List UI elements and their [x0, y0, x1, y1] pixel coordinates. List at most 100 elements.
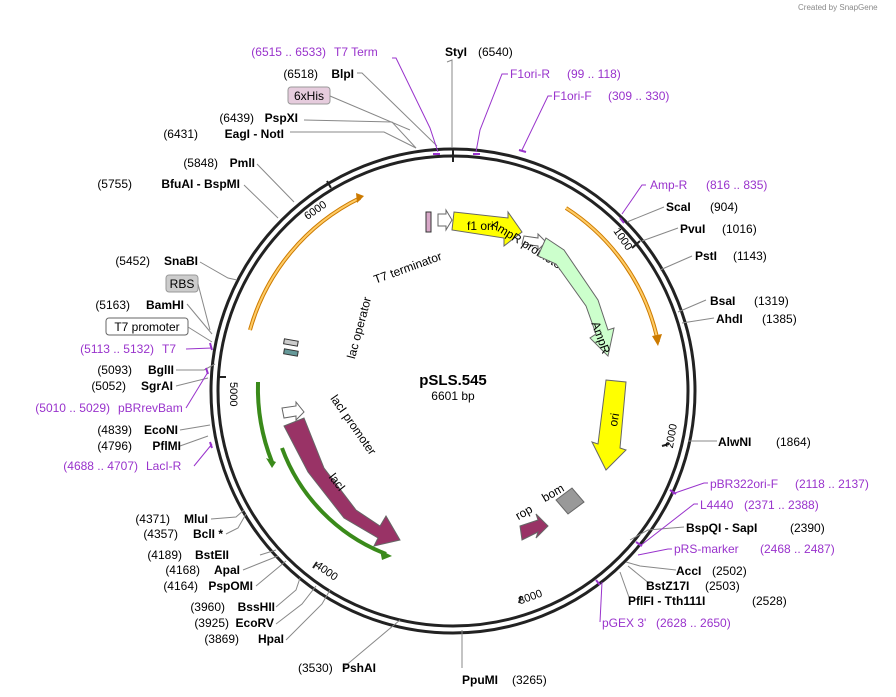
- site-name-pshai: PshAI: [342, 661, 376, 675]
- primer-name-l4440: L4440: [700, 498, 734, 512]
- site-name-ecorv: EcoRV: [236, 616, 274, 630]
- site-pos-eagi: (6431): [163, 127, 198, 141]
- rbs-text: RBS: [170, 277, 195, 291]
- site-pos-alwni: (1864): [776, 435, 811, 449]
- primer-name-amp-r: Amp-R: [650, 178, 688, 192]
- laci-promoter-label: lacI promoter: [328, 392, 380, 457]
- site-name-snabi: SnaBI: [164, 254, 198, 268]
- left-arc-arrowhead: [356, 193, 364, 203]
- site-name-pvui: PvuI: [680, 222, 705, 236]
- site-name-bstz17i: BstZ17I: [646, 579, 689, 593]
- site-name-bfuai: BfuAI - BspMI: [161, 177, 240, 191]
- site-name-acci: AccI: [676, 564, 701, 578]
- plasmid-name: pSLS.545: [419, 372, 487, 389]
- lacI-green-arc-2: [280, 447, 387, 556]
- site-name-econi: EcoNI: [144, 423, 178, 437]
- site-pos-bsshii: (3960): [190, 600, 225, 614]
- site-pos-styi: (6540): [478, 45, 513, 59]
- plasmid-length: 6601 bp: [431, 389, 475, 403]
- rbs-label: RBS: [165, 274, 199, 293]
- primer-name-pbrrevbam: pBRrevBam: [118, 401, 183, 415]
- ori-label: ori: [606, 412, 622, 428]
- t7-terminator-label: T7 terminator: [372, 249, 444, 287]
- site-pos-sgrai: (5052): [91, 379, 126, 393]
- site-name-mlui: MluI: [184, 512, 208, 526]
- primer-range-l4440: (2371 .. 2388): [744, 498, 819, 512]
- site-pos-pmli: (5848): [183, 156, 218, 170]
- f1-ori-label: f1 ori: [467, 219, 494, 233]
- site-pos-ahdi: (1385): [762, 312, 797, 326]
- site-name-sgrai: SgrAI: [141, 379, 173, 393]
- site-pos-bfuai: (5755): [97, 177, 132, 191]
- site-name-eagi: EagI - NotI: [225, 127, 284, 141]
- site-name-pflmi: PflMI: [152, 439, 181, 453]
- site-pos-ecorv: (3925): [194, 616, 229, 630]
- site-pos-bamhi: (5163): [95, 298, 130, 312]
- primer-labels: (6515 .. 6533) T7 Term F1ori-R (99 .. 11…: [35, 45, 869, 630]
- primer-name-f1ori-f: F1ori-F: [553, 89, 592, 103]
- primer-range-t7: (5113 .. 5132): [80, 342, 154, 356]
- site-pos-bcli: (4357): [143, 527, 178, 541]
- site-pos-psti: (1143): [733, 249, 767, 263]
- site-pos-acci: (2502): [712, 564, 747, 578]
- lac-operator-feature: lac operator: [283, 295, 374, 360]
- t7-promoter-label: T7 promoter: [105, 317, 189, 336]
- primer-range-f1ori-f: (309 .. 330): [608, 89, 669, 103]
- ruler-label-3000: 3000: [517, 588, 544, 608]
- site-name-pflfi: PflFI - Tth111I: [628, 594, 705, 608]
- ruler-label-5000: 5000: [227, 382, 239, 406]
- site-pos-econi: (4839): [97, 423, 132, 437]
- primer-range-f1ori-r: (99 .. 118): [567, 67, 621, 81]
- primer-range-prs-marker: (2468 .. 2487): [760, 542, 835, 556]
- site-name-apai: ApaI: [214, 563, 240, 577]
- site-pos-mlui: (4371): [135, 512, 170, 526]
- primer-range-pgex3: (2628 .. 2650): [656, 616, 731, 630]
- site-leader-lines: [175, 59, 717, 668]
- f1-ori-feature: f1 ori: [451, 210, 523, 248]
- site-pos-apai: (4168): [165, 563, 200, 577]
- site-name-bsai: BsaI: [710, 294, 735, 308]
- site-pos-bsai: (1319): [754, 294, 789, 308]
- site-name-styi: StyI: [445, 45, 467, 59]
- left-highlight-arc-inner: [249, 197, 361, 331]
- amp-arc-arrowhead: [652, 334, 662, 346]
- site-name-hpai: HpaI: [258, 632, 284, 646]
- primer-name-laci-r: LacI-R: [146, 459, 182, 473]
- site-pos-bglii: (5093): [97, 363, 132, 377]
- his-leader: [329, 95, 411, 131]
- site-pos-bspqi: (2390): [790, 521, 825, 535]
- rop-label: rop: [513, 502, 535, 523]
- site-name-pspxi: PspXI: [265, 111, 298, 125]
- primer-name-f1ori-r: F1ori-R: [510, 67, 550, 81]
- site-pos-scai: (904): [710, 200, 738, 214]
- site-name-pmli: PmlI: [230, 156, 255, 170]
- site-pos-bstz17i: (2503): [705, 579, 740, 593]
- green-arc-2-arrowhead: [380, 550, 392, 560]
- site-pos-ppumi: (3265): [512, 673, 547, 687]
- green-arc-1-arrowhead: [266, 458, 276, 468]
- primer-name-t7: T7: [162, 342, 176, 356]
- his-tag-label: 6xHis: [287, 86, 331, 105]
- site-name-bcli: BclI *: [193, 527, 223, 541]
- primer-range-pbr322ori-f: (2118 .. 2137): [795, 477, 869, 491]
- bom-feature: bom: [539, 481, 585, 515]
- t7-promoter-text: T7 promoter: [114, 320, 179, 334]
- site-pos-bsteii: (4189): [147, 548, 182, 562]
- ruler-ticks: [218, 148, 670, 604]
- snapgene-credit: Created by SnapGene: [798, 3, 878, 12]
- t7-terminator-feature: T7 terminator: [372, 208, 453, 287]
- site-name-bspqi: BspQI - SapI: [686, 521, 757, 535]
- site-name-ppumi: PpuMI: [462, 673, 498, 687]
- primer-name-pbr322ori-f: pBR322ori-F: [710, 477, 778, 491]
- lacI-green-arc-1: [255, 381, 274, 463]
- primer-name-t7term: T7 Term: [334, 45, 378, 59]
- primer-marks: [205, 149, 677, 586]
- ruler-label-4000: 4000: [313, 560, 340, 584]
- site-name-bglii: BglII: [148, 363, 174, 377]
- site-pos-blpi: (6518): [283, 67, 318, 81]
- site-name-blpi: BlpI: [331, 67, 354, 81]
- ori-feature: ori: [591, 379, 627, 471]
- site-name-psti: PstI: [695, 249, 717, 263]
- primer-range-t7term: (6515 .. 6533): [251, 45, 326, 59]
- site-pos-pspomi: (4164): [163, 579, 198, 593]
